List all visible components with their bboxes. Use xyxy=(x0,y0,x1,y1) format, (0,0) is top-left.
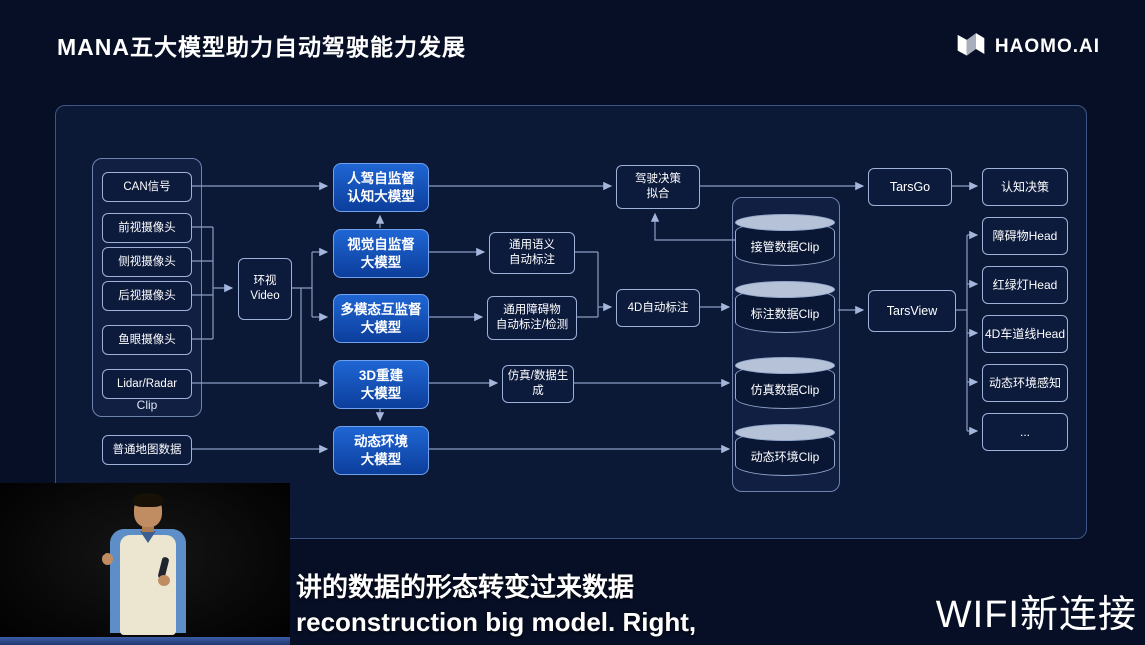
clip-simulation-data: 仿真数据Clip xyxy=(735,357,835,409)
node-4d-auto-annotation: 4D自动标注 xyxy=(616,289,700,327)
output-ellipsis: ... xyxy=(982,413,1068,451)
clip-annotation-data: 标注数据Clip xyxy=(735,281,835,333)
model-label: 大模型 xyxy=(360,451,402,467)
cylinder-top xyxy=(735,281,835,298)
input-front-camera: 前视摄像头 xyxy=(102,213,192,243)
presenter-hair xyxy=(133,493,163,507)
input-fisheye-camera: 鱼眼摄像头 xyxy=(102,325,192,355)
presenter xyxy=(100,493,188,637)
model-label: 大模型 xyxy=(360,254,402,270)
model-label: 大模型 xyxy=(360,385,402,401)
surround-video-line1: 环视 xyxy=(253,275,277,287)
output-obstacle-head: 障碍物Head xyxy=(982,217,1068,255)
haomo-logo: HAOMO.AI xyxy=(956,30,1100,63)
output-4d-lane-head: 4D车道线Head xyxy=(982,315,1068,353)
cylinder-label: 动态环境Clip xyxy=(750,450,820,464)
logo-text: HAOMO.AI xyxy=(994,35,1100,57)
model-label: 多模态互监督 xyxy=(340,301,422,317)
node-label: 通用语义 xyxy=(509,239,555,251)
input-rear-camera: 后视摄像头 xyxy=(102,281,192,311)
input-map-data: 普通地图数据 xyxy=(102,435,192,465)
cylinder-top xyxy=(735,357,835,374)
output-dynamic-env-perception: 动态环境感知 xyxy=(982,364,1068,402)
presenter-vest xyxy=(120,535,176,635)
presenter-right-hand xyxy=(102,553,113,565)
stage-edge-strip xyxy=(0,637,290,645)
cylinder-top xyxy=(735,214,835,231)
output-cognitive-decision: 认知决策 xyxy=(982,168,1068,206)
page-title: MANA五大模型助力自动驾驶能力发展 xyxy=(57,34,466,60)
presenter-video xyxy=(0,483,290,645)
model-label: 3D重建 xyxy=(358,367,404,383)
model-3d-reconstruction: 3D重建 大模型 xyxy=(333,360,429,409)
node-tarsgo: TarsGo xyxy=(868,168,952,206)
model-visual-self-supervised: 视觉自监督 大模型 xyxy=(333,229,429,278)
cylinder-label: 仿真数据Clip xyxy=(750,383,820,397)
cylinder-label: 接管数据Clip xyxy=(750,240,820,254)
node-obstacle-auto-label: 通用障碍物 自动标注/检测 xyxy=(487,296,577,340)
node-tarsview: TarsView xyxy=(868,290,956,332)
cylinder-top xyxy=(735,424,835,441)
model-multimodal-mutual: 多模态互监督 大模型 xyxy=(333,294,429,343)
node-label: 拟合 xyxy=(646,188,670,200)
surround-video-line2: Video xyxy=(250,290,280,302)
node-driving-decision-fit: 驾驶决策 拟合 xyxy=(616,165,700,209)
input-clip-group-label: Clip xyxy=(136,398,158,412)
model-label: 认知大模型 xyxy=(347,188,415,204)
node-label: 通用障碍物 xyxy=(503,304,561,316)
subtitle-captions: 讲的数据的形态转变过来数据 reconstruction big model. … xyxy=(296,570,696,640)
cylinder-label: 标注数据Clip xyxy=(750,307,820,321)
presenter-neck xyxy=(142,524,154,532)
model-label: 视觉自监督 xyxy=(347,236,415,252)
node-label: 自动标注 xyxy=(509,254,555,266)
input-lidar-radar: Lidar/Radar xyxy=(102,369,192,399)
model-label: 动态环境 xyxy=(354,433,408,449)
input-can-signal: CAN信号 xyxy=(102,172,192,202)
clip-takeover-data: 接管数据Clip xyxy=(735,214,835,266)
output-traffic-light-head: 红绿灯Head xyxy=(982,266,1068,304)
clip-dynamic-environment: 动态环境Clip xyxy=(735,424,835,476)
node-label: 驾驶决策 xyxy=(635,173,681,185)
model-label: 大模型 xyxy=(360,319,402,335)
haomo-m-icon xyxy=(956,30,986,63)
model-dynamic-environment: 动态环境 大模型 xyxy=(333,426,429,475)
node-simulation-data-gen: 仿真/数据生成 xyxy=(502,365,574,403)
model-label: 人驾自监督 xyxy=(347,170,415,186)
subtitle-line-1: 讲的数据的形态转变过来数据 xyxy=(296,572,635,602)
input-side-camera: 侧视摄像头 xyxy=(102,247,192,277)
presenter-left-hand xyxy=(158,575,170,586)
surround-video-node: 环视 Video xyxy=(238,258,292,320)
subtitle-line-2: reconstruction big model. Right, xyxy=(296,607,697,637)
model-human-drive-cognition: 人驾自监督 认知大模型 xyxy=(333,163,429,212)
wifi-watermark: WIFI新连接 xyxy=(935,594,1137,636)
node-label: 自动标注/检测 xyxy=(495,319,569,331)
presenter-clicker xyxy=(100,543,105,555)
node-semantic-auto-label: 通用语义 自动标注 xyxy=(489,232,575,274)
